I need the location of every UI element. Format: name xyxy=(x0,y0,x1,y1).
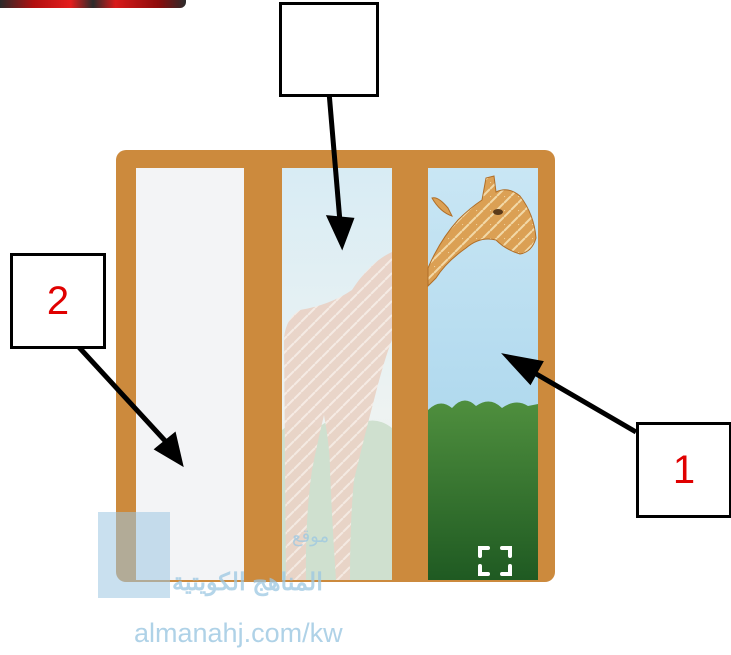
arrow-right-head xyxy=(501,353,544,386)
arrow-left xyxy=(74,342,170,446)
arrow-right xyxy=(524,365,638,435)
arrows xyxy=(74,91,638,468)
watermark-line1: موقع xyxy=(292,526,330,546)
corner-logo xyxy=(0,0,186,8)
arrow-top-head xyxy=(325,215,355,251)
giraffe-body-faded xyxy=(284,252,392,580)
label-left-text: 2 xyxy=(46,278,70,323)
giraffe-head xyxy=(427,175,537,288)
watermark-url: almanahj.com/kw xyxy=(134,618,343,648)
arrow-top xyxy=(326,91,343,223)
label-box-left[interactable]: 2 xyxy=(10,253,106,349)
label-box-top[interactable] xyxy=(279,2,379,97)
fullscreen-icon xyxy=(478,546,512,576)
panel-left xyxy=(136,168,244,580)
right-grass xyxy=(428,400,538,580)
label-box-right[interactable]: 1 xyxy=(636,422,731,518)
label-right-text: 1 xyxy=(672,447,696,492)
watermark-line2: المناهج الكويتية xyxy=(172,569,323,596)
watermark-logo xyxy=(98,512,170,598)
arrow-left-head xyxy=(153,431,184,468)
